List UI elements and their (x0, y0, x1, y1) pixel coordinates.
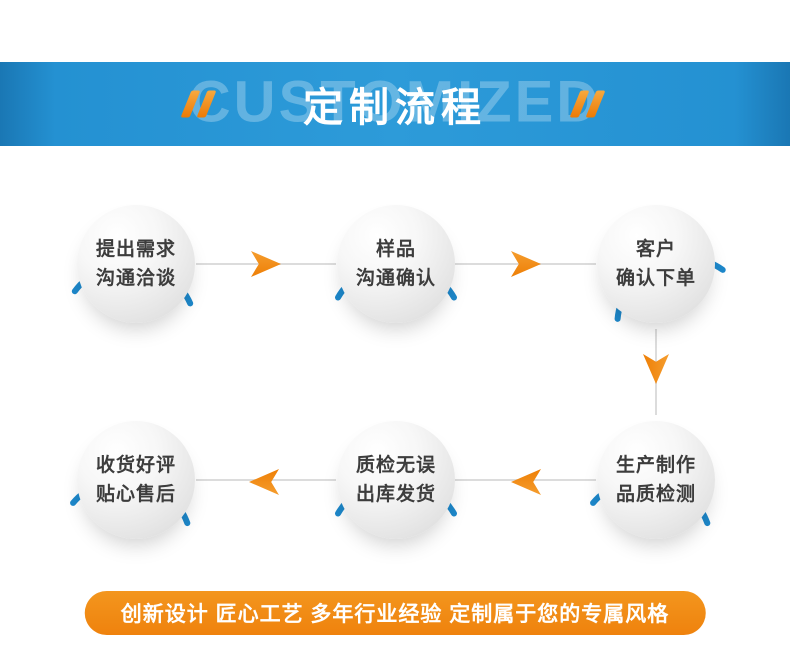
step-text: 生产制作 (615, 454, 696, 476)
step-node-3: 客户 确认下单 (591, 199, 726, 329)
step-node-4: 生产制作 品质检测 (590, 415, 721, 545)
step-circle: 样品 沟通确认 (337, 205, 455, 323)
page-title: 定制流程 (303, 86, 487, 130)
step-text: 贴心售后 (95, 483, 176, 505)
arrow-left-icon (511, 469, 541, 495)
step-text: 收货好评 (95, 454, 176, 476)
step-text: 客户 (635, 238, 676, 260)
step-text: 沟通洽谈 (95, 267, 176, 289)
step-circle: 提出需求 沟通洽谈 (77, 205, 195, 323)
step-text: 质检无误 (355, 454, 436, 476)
step-circle: 生产制作 品质检测 (597, 421, 715, 539)
step-circle: 收货好评 贴心售后 (77, 421, 195, 539)
step-text: 出库发货 (355, 483, 436, 505)
footer-banner: 创新设计 匠心工艺 多年行业经验 定制属于您的专属风格 (84, 591, 706, 635)
header-banner: CUSTOMIZED 定制流程 (0, 62, 790, 146)
step-text: 提出需求 (95, 238, 176, 260)
step-node-2: 样品 沟通确认 (331, 199, 461, 329)
arrow-left-icon (249, 469, 279, 495)
step-text: 确认下单 (615, 267, 696, 289)
step-text: 沟通确认 (355, 267, 436, 289)
step-node-1: 提出需求 沟通洽谈 (71, 199, 201, 329)
step-circle: 质检无误 出库发货 (337, 421, 455, 539)
banner-watermark-text: CUSTOMIZED (188, 69, 602, 135)
step-circle: 客户 确认下单 (597, 205, 715, 323)
step-node-6: 收货好评 贴心售后 (70, 415, 201, 545)
step-text: 样品 (375, 238, 416, 260)
step-text: 品质检测 (615, 483, 696, 505)
step-node-5: 质检无误 出库发货 (331, 415, 461, 545)
quote-mark-right-icon (569, 90, 606, 118)
